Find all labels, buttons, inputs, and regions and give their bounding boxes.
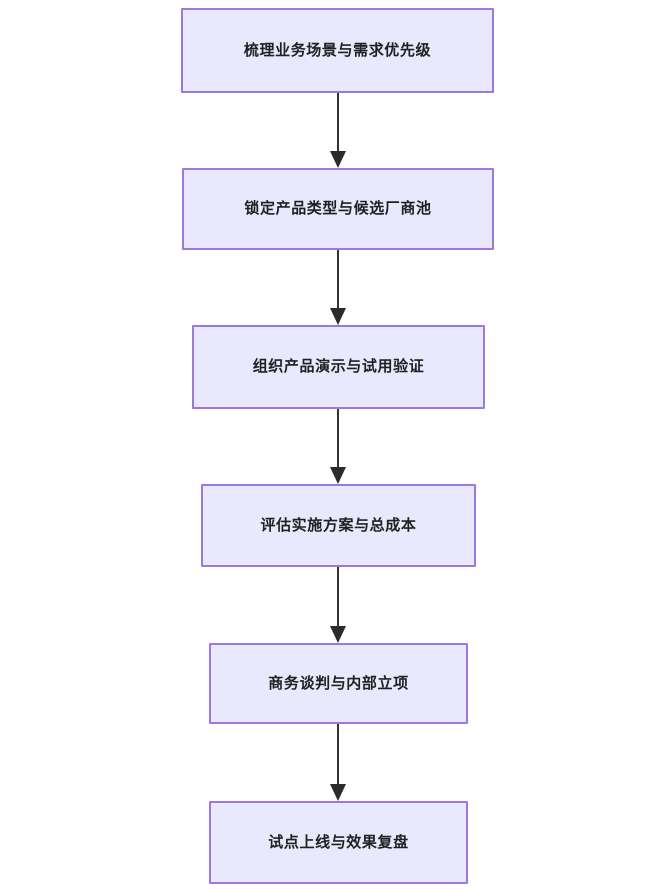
flow-node-step-4[interactable]: 评估实施方案与总成本	[201, 484, 476, 567]
flow-node-step-6[interactable]: 试点上线与效果复盘	[209, 801, 468, 884]
flow-node-step-5[interactable]: 商务谈判与内部立项	[209, 643, 468, 724]
flow-node-label: 组织产品演示与试用验证	[252, 358, 425, 376]
flow-node-label: 梳理业务场景与需求优先级	[243, 41, 432, 59]
flow-node-step-1[interactable]: 梳理业务场景与需求优先级	[181, 8, 494, 93]
flow-node-step-2[interactable]: 锁定产品类型与候选厂商池	[182, 168, 494, 250]
flow-node-label: 商务谈判与内部立项	[268, 674, 409, 692]
flow-node-label: 试点上线与效果复盘	[268, 833, 409, 851]
flow-node-label: 评估实施方案与总成本	[260, 516, 417, 534]
flow-node-label: 锁定产品类型与候选厂商池	[244, 200, 432, 218]
flow-node-step-3[interactable]: 组织产品演示与试用验证	[192, 325, 485, 409]
